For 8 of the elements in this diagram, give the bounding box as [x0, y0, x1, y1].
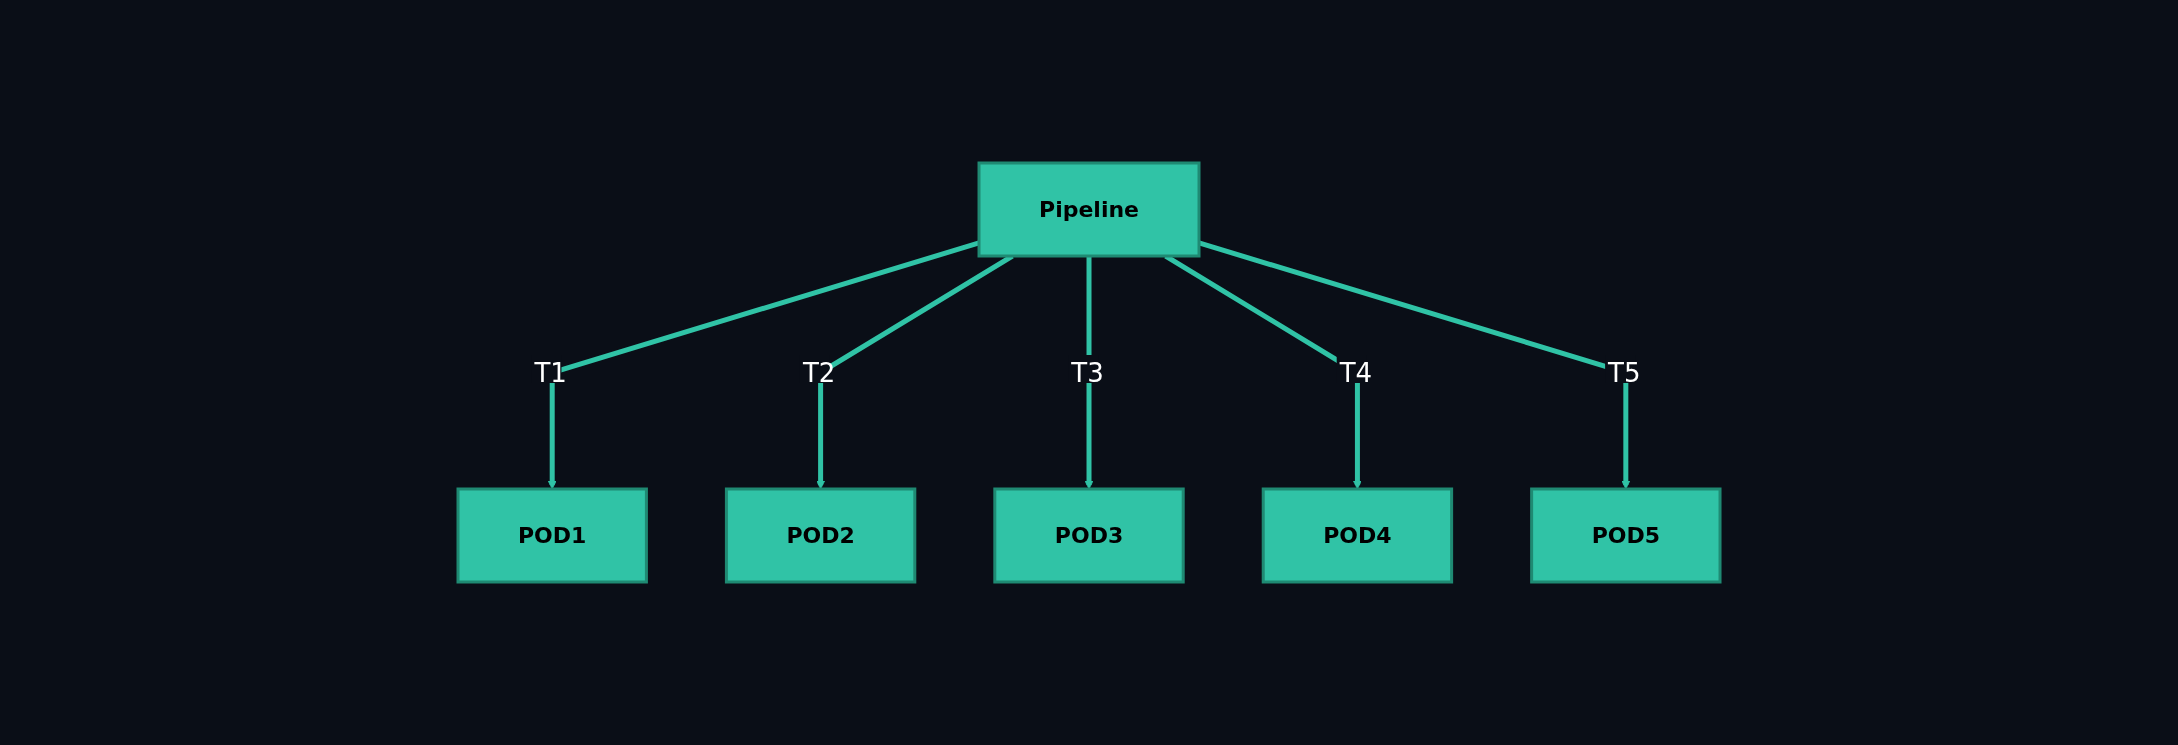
node-box: Pipeline — [977, 161, 1201, 258]
node-box: POD5 — [1530, 487, 1722, 584]
node-box: POD2 — [724, 487, 917, 584]
node-box: POD4 — [1261, 487, 1454, 584]
node-box: POD1 — [456, 487, 648, 584]
arrow — [1084, 256, 1094, 490]
node-box: POD3 — [993, 487, 1185, 584]
arrow — [547, 240, 980, 490]
